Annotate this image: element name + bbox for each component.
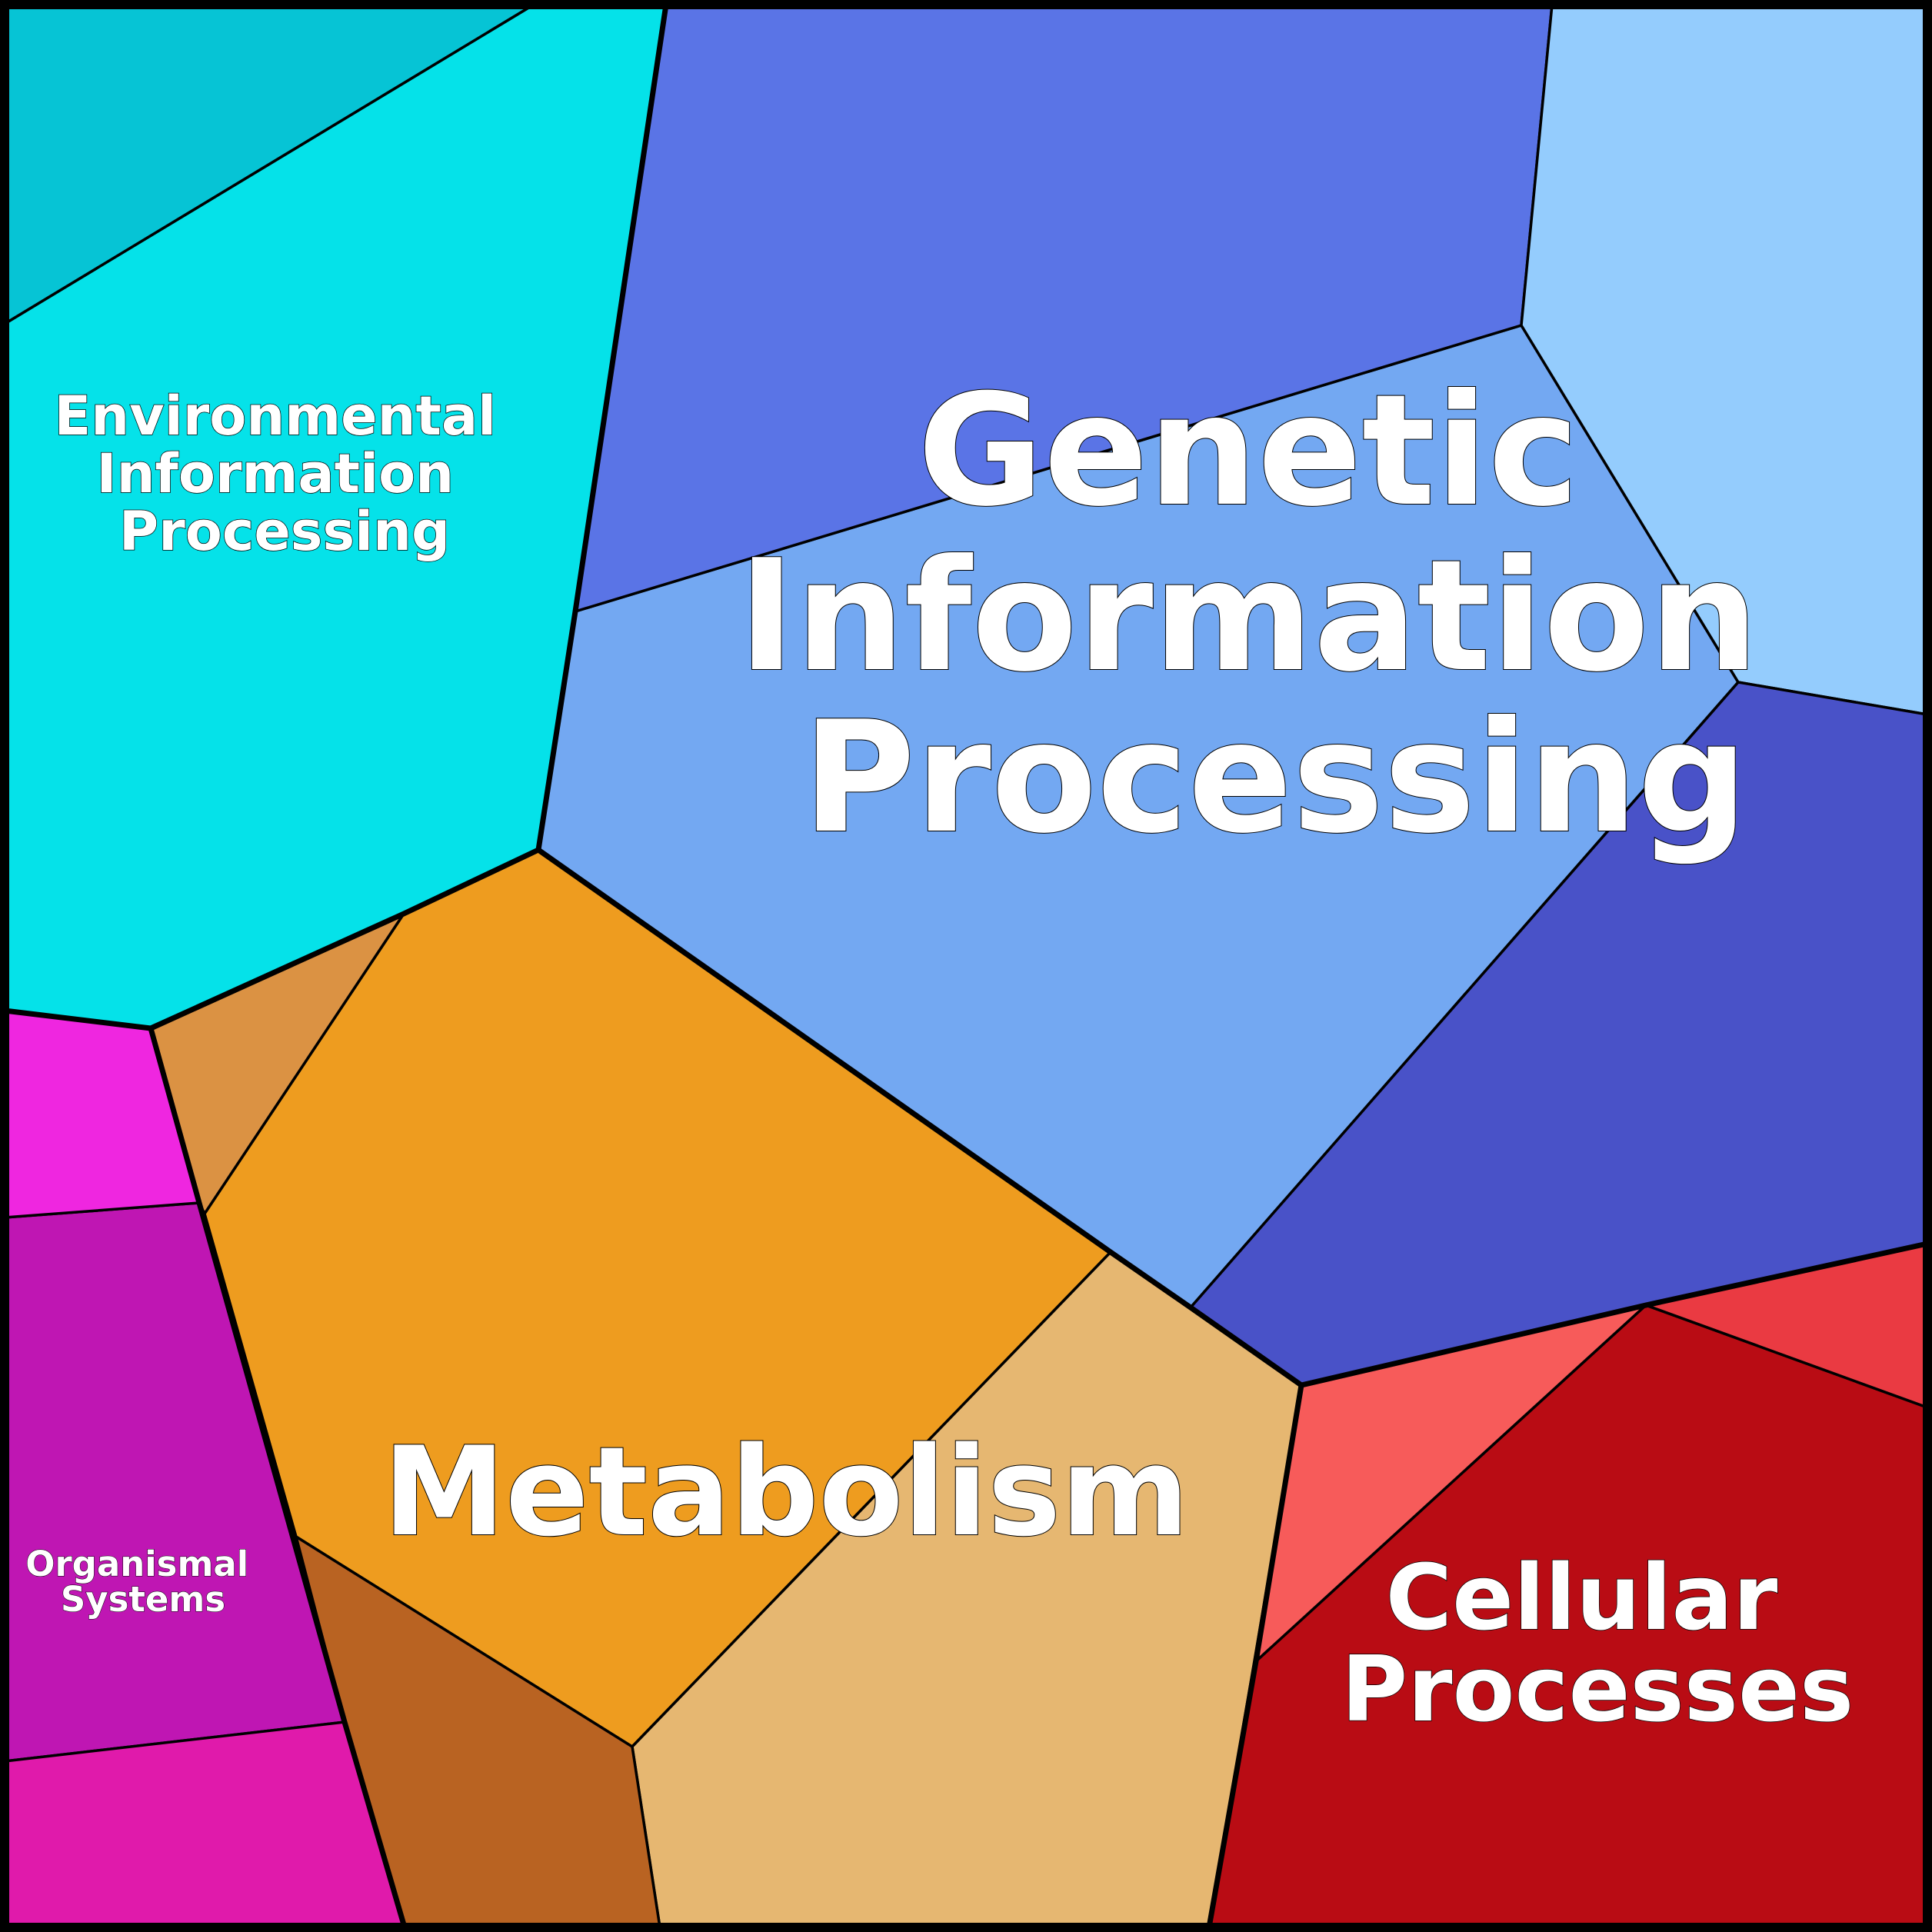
label-line: Metabolism (383, 1420, 1189, 1564)
region-organismal-systems (3, 1009, 407, 1929)
label-organismal-systems: Organismal Systems (25, 1544, 261, 1620)
boundary-metabolism-organismal (148, 1025, 408, 1930)
label-line: Genetic (918, 361, 1580, 541)
label-metabolism: Metabolism (383, 1420, 1189, 1564)
boundary-metabolism-cellular (1206, 1382, 1304, 1930)
label-genetic-information-processing: Genetic Information Processing (738, 361, 1813, 868)
label-line: Processes (1341, 1636, 1854, 1742)
boundary-environmental-metabolism (148, 847, 541, 1031)
label-cellular-processes: Cellular Processes (1341, 1544, 1854, 1742)
boundary-genetic-cellular (1298, 1241, 1930, 1388)
label-line: Cellular (1386, 1544, 1778, 1651)
boundary-environmental-genetic (535, 2, 669, 853)
label-line: Systems (61, 1579, 225, 1620)
region-cellular-processes (1207, 1241, 1929, 1929)
label-line: Processing (802, 688, 1747, 868)
label-line: Information (738, 527, 1759, 706)
boundary-genetic-metabolism (535, 847, 1304, 1388)
region-genetic-information-processing (537, 3, 1929, 1387)
label-environmental-information-processing: Environmental Information Processing (54, 385, 515, 563)
boundary-environmental-organismal (2, 1008, 154, 1031)
label-line: Environmental (54, 385, 496, 448)
label-line: Processing (119, 500, 450, 563)
label-line: Information (97, 442, 455, 505)
label-line: Organismal (25, 1544, 248, 1584)
